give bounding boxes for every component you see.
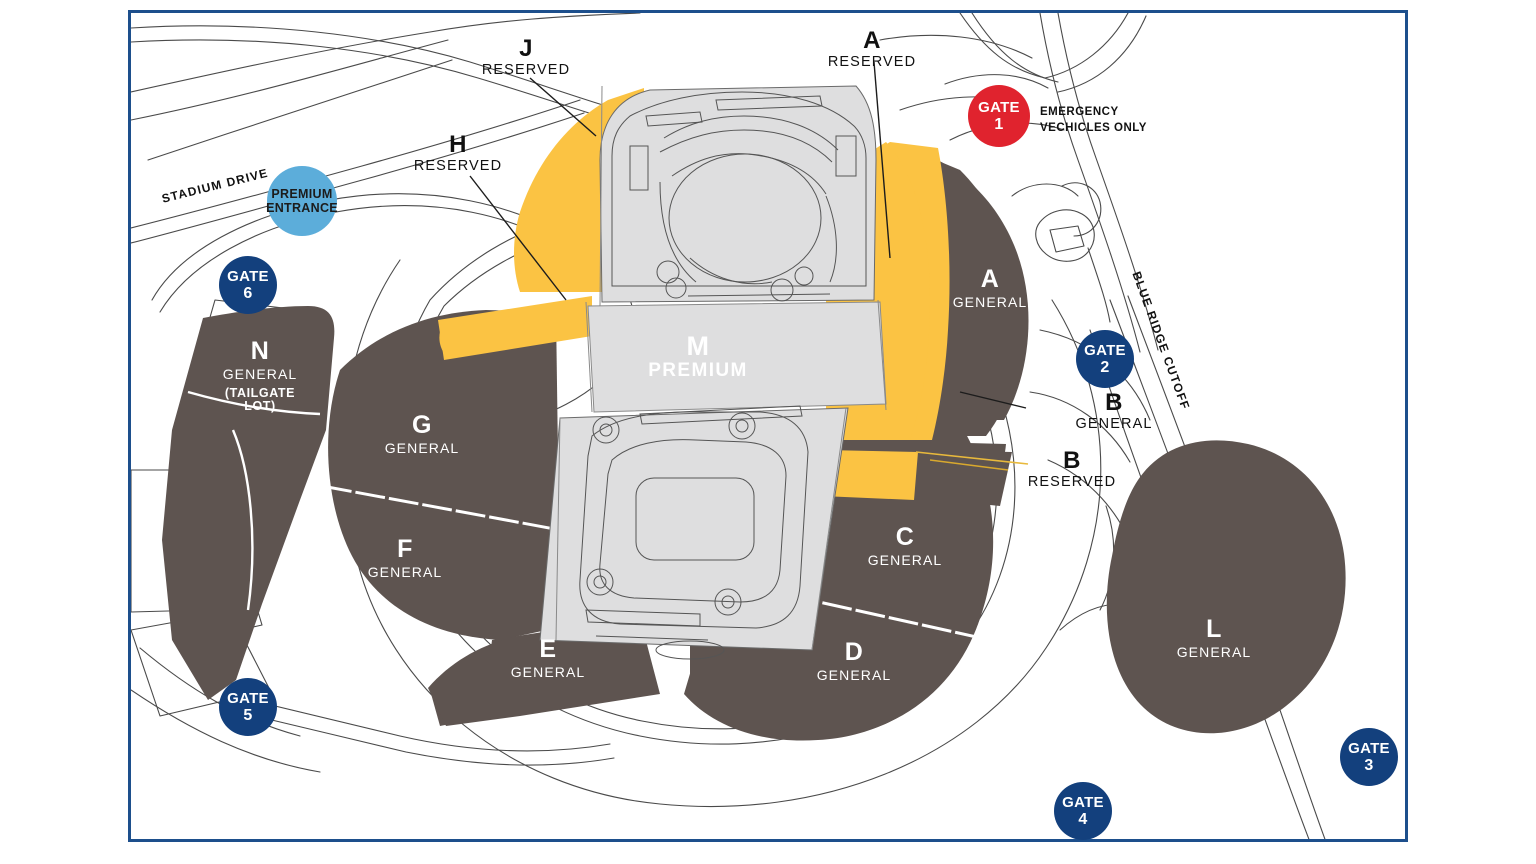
gate-4-word: GATE xyxy=(1062,793,1104,811)
map-frame-border xyxy=(128,10,1408,842)
gate-1-number: 1 xyxy=(994,115,1004,133)
gate-5-badge[interactable]: GATE 5 xyxy=(219,678,277,736)
gate-4-number: 4 xyxy=(1078,810,1088,828)
gate-3-word: GATE xyxy=(1348,739,1390,757)
gate-3-badge[interactable]: GATE 3 xyxy=(1340,728,1398,786)
gate-6-number: 6 xyxy=(243,284,253,302)
premium-entrance-line1: PREMIUM xyxy=(271,187,333,201)
gate-2-badge[interactable]: GATE 2 xyxy=(1076,330,1134,388)
gate-5-word: GATE xyxy=(227,689,269,707)
gate-2-number: 2 xyxy=(1100,358,1110,376)
gate-3-number: 3 xyxy=(1364,756,1374,774)
premium-entrance-line2: ENTRANCE xyxy=(266,200,338,215)
gate-1-badge[interactable]: GATE 1 xyxy=(968,85,1030,147)
gate-1-word: GATE xyxy=(978,98,1020,116)
premium-entrance-badge[interactable]: PREMIUM ENTRANCE xyxy=(266,166,338,236)
gate-4-badge[interactable]: GATE 4 xyxy=(1054,782,1112,840)
gate-6-badge[interactable]: GATE 6 xyxy=(219,256,277,314)
gate-5-number: 5 xyxy=(243,706,253,724)
gate-6-word: GATE xyxy=(227,267,269,285)
gate-2-word: GATE xyxy=(1084,341,1126,359)
